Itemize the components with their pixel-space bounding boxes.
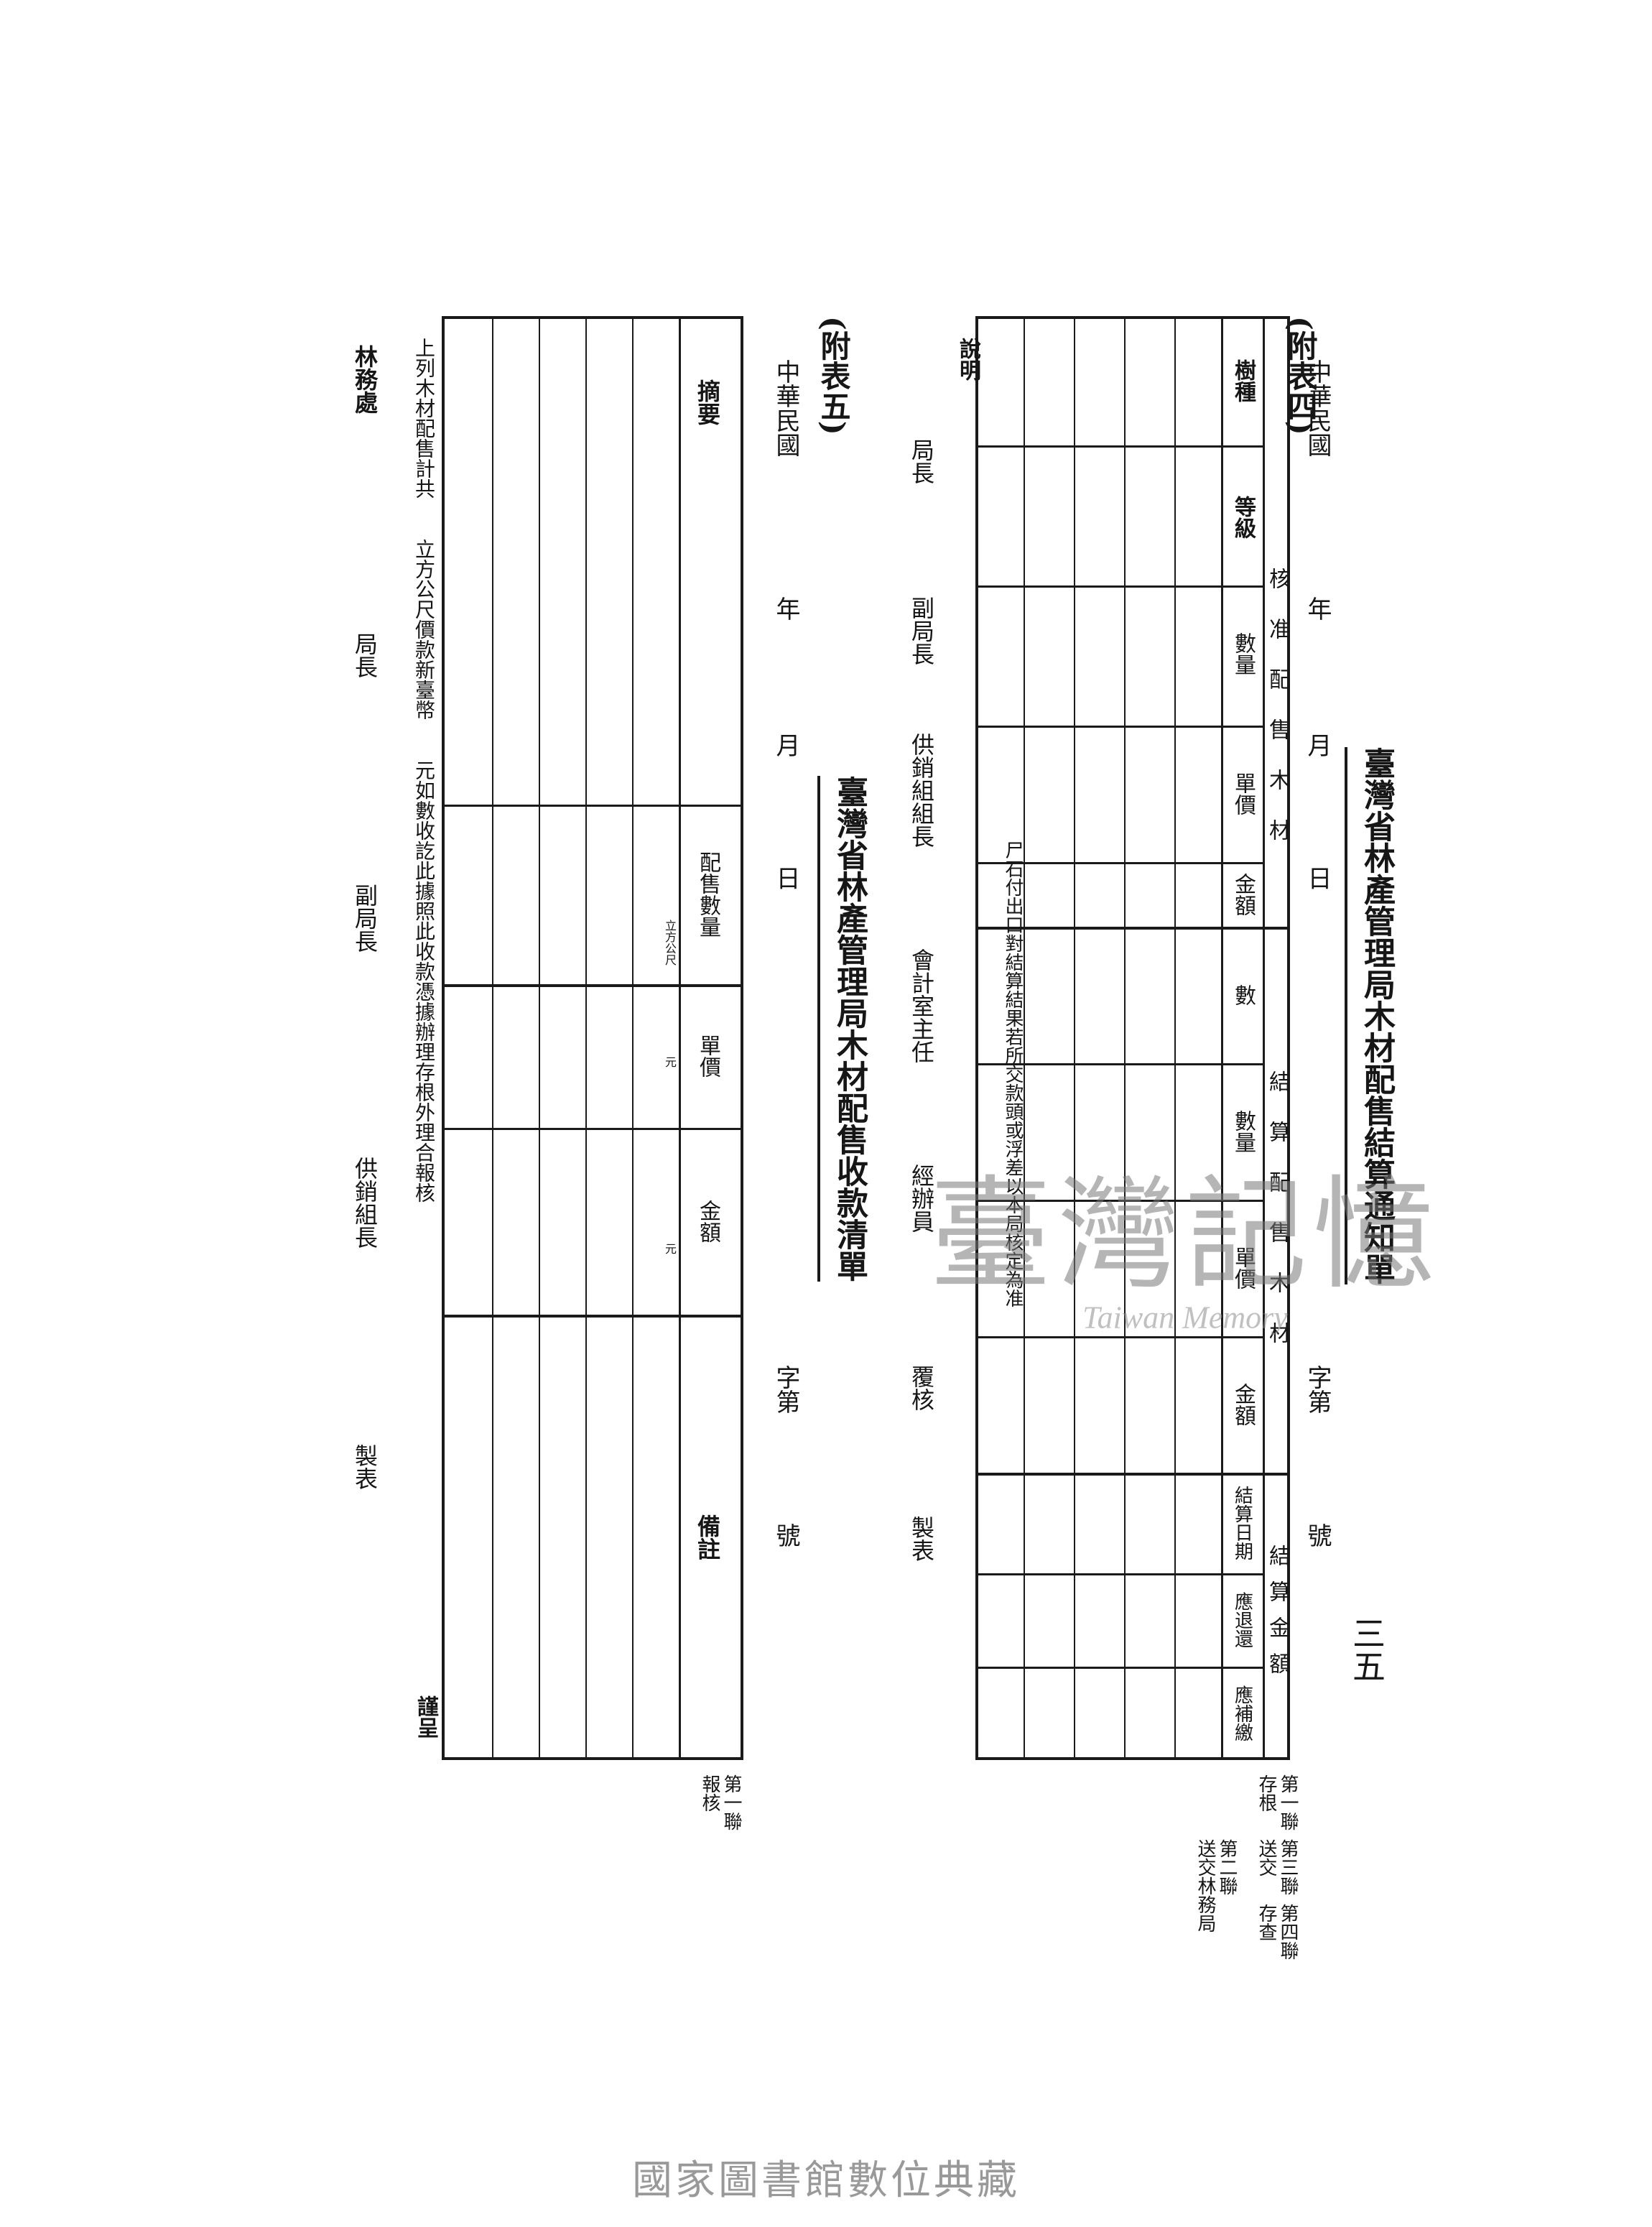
table4-rule	[975, 927, 1290, 930]
table4-header-settle-supplement: 應補繳	[1231, 1685, 1253, 1741]
table5-rule	[539, 316, 540, 1760]
table5-unit-amount: 元	[663, 1243, 677, 1254]
table4-header-adj-count: 數	[1230, 984, 1256, 1006]
table4-rule	[975, 726, 1263, 728]
table4-rule	[975, 585, 1263, 588]
table4-sign-deputy: 副局長	[908, 596, 935, 665]
table4-group-allot: 核准配售木材	[1265, 568, 1290, 869]
table4-header-adj-qty: 數量	[1230, 1110, 1256, 1153]
table5-frame	[442, 316, 743, 1760]
table5-unit-qty: 立方公尺	[663, 920, 677, 966]
table5-date-year: 年	[771, 596, 800, 621]
table4-number-prefix: 字第	[1303, 1365, 1332, 1414]
table4-rule	[1024, 316, 1025, 1760]
table4-rule	[1174, 316, 1176, 1760]
table5-sign-forestry: 林務處	[351, 345, 379, 414]
table5-rule	[442, 1315, 743, 1318]
table4-rule	[975, 1667, 1263, 1669]
table5-date-day: 日	[771, 866, 800, 890]
table4-copy-2a: 第二聯	[1216, 1839, 1238, 1895]
table5-sign-supply: 供銷組長	[351, 1157, 379, 1249]
table4-note: 尸石付出口對結算結果若所交款頭或浮差以本局核定為准	[1002, 841, 1024, 1307]
table5-copy-b: 報核	[699, 1774, 720, 1812]
table4-sign-supply: 供銷組組長	[908, 733, 935, 848]
table5-rule	[492, 316, 493, 1760]
table5-header-remark: 備註	[694, 1514, 721, 1560]
table4-copy-3b: 送交	[1256, 1839, 1277, 1876]
table5-rule	[585, 316, 587, 1760]
table4-header-allot-qty: 數量	[1230, 632, 1256, 675]
table4-date-month: 月	[1303, 733, 1332, 757]
table4-copy-4a: 第四聯	[1277, 1904, 1299, 1960]
table5-number-suffix: 號	[771, 1523, 800, 1547]
table5-label: (附表五)	[816, 316, 851, 435]
table5-header-summary: 摘要	[694, 379, 721, 425]
table5-rule	[442, 1128, 743, 1130]
table4-header-grade: 等級	[1230, 496, 1256, 539]
table4-rule	[1221, 316, 1223, 1760]
table4-sign-prepare: 製表	[908, 1516, 935, 1562]
table4-header-adj-amount: 金額	[1230, 1383, 1256, 1426]
table4-rule	[1074, 316, 1075, 1760]
table4-rule	[975, 862, 1263, 864]
table4-rule	[975, 445, 1263, 448]
table4-rule	[975, 1473, 1290, 1476]
table4-group-settle: 結算金額	[1265, 1545, 1290, 1688]
table5-total-line: 上列木材配售計共 立方公尺價款新臺幣 元如數收訖此據照此收款憑據辦理存根外理合報…	[412, 338, 436, 1203]
table4-header-settle-due: 結算日期	[1231, 1486, 1253, 1560]
table4-rule	[975, 1336, 1263, 1338]
table4-title: 臺灣省林產管理局木材配售結算通知單	[1345, 747, 1399, 1284]
table5-sign-prepare: 製表	[351, 1444, 379, 1490]
table4-rule	[975, 1200, 1263, 1202]
table4-copy-4b: 存查	[1256, 1904, 1277, 1941]
table5-submit: 謹呈	[413, 1695, 438, 1738]
table4-header-allot-price: 單價	[1230, 772, 1256, 815]
table5-sign-director: 局長	[351, 632, 379, 678]
table4-copy-2b: 送交林務局	[1194, 1839, 1216, 1932]
table4-frame	[975, 316, 1290, 1760]
table5-number-prefix: 字第	[771, 1365, 800, 1414]
table5-header-amount: 金額	[695, 1200, 720, 1243]
watermark: 臺灣記憶 Taiwan Memory	[929, 1136, 1441, 1336]
watermark-subtitle: Taiwan Memory	[1082, 1300, 1288, 1335]
table4-header-allot-amount: 金額	[1230, 873, 1256, 916]
table5-rule	[442, 805, 743, 807]
table5-rule	[442, 984, 743, 987]
table5-header-qty: 配售數量	[695, 851, 720, 937]
table4-date-year: 年	[1303, 596, 1332, 621]
table4-rule	[1263, 316, 1265, 1760]
table4-number-suffix: 號	[1303, 1523, 1332, 1547]
table4-sign-director: 局長	[908, 438, 935, 484]
table4-date-day: 日	[1303, 866, 1332, 890]
table4-rule	[1124, 316, 1126, 1760]
table4-copy-3a: 第三聯	[1277, 1839, 1299, 1895]
table5-date-month: 月	[771, 733, 800, 757]
table5-copy-a: 第一聯	[720, 1774, 742, 1830]
table4-header-adj-price: 單價	[1230, 1246, 1256, 1290]
table5-rule	[632, 316, 634, 1760]
watermark-title: 臺灣記憶	[929, 1164, 1442, 1307]
table5-date-roc: 中華民國	[771, 359, 800, 457]
table5-unit-price: 元	[663, 1056, 677, 1068]
table4-sign-review: 覆核	[908, 1365, 935, 1411]
table5-title: 臺灣省林產管理局木材配售收款清單	[817, 776, 872, 1282]
table4-sign-accounting: 會計室主任	[908, 948, 935, 1063]
table5-header-price: 單價	[695, 1034, 720, 1078]
table5-sign-deputy: 副局長	[351, 884, 379, 953]
table5-rule	[679, 316, 681, 1760]
table4-rule	[975, 1063, 1263, 1065]
archive-footer: 國家圖書館數位典藏	[632, 2157, 1020, 2204]
table4-header-settle-refund: 應退還	[1231, 1592, 1253, 1648]
table4-header-species: 樹種	[1230, 359, 1256, 402]
table4-copy-1a: 第一聯	[1277, 1774, 1299, 1830]
table4-group-adjust: 結算配售木材	[1265, 1070, 1290, 1372]
table4-rule	[975, 1573, 1263, 1575]
page-number: 三五	[1347, 1616, 1386, 1682]
table4-remark-label: 說明	[955, 338, 980, 381]
table4-date-roc: 中華民國	[1303, 359, 1332, 457]
table4-sign-clerk: 經辦員	[908, 1164, 935, 1233]
table4-copy-1b: 存根	[1256, 1774, 1277, 1812]
